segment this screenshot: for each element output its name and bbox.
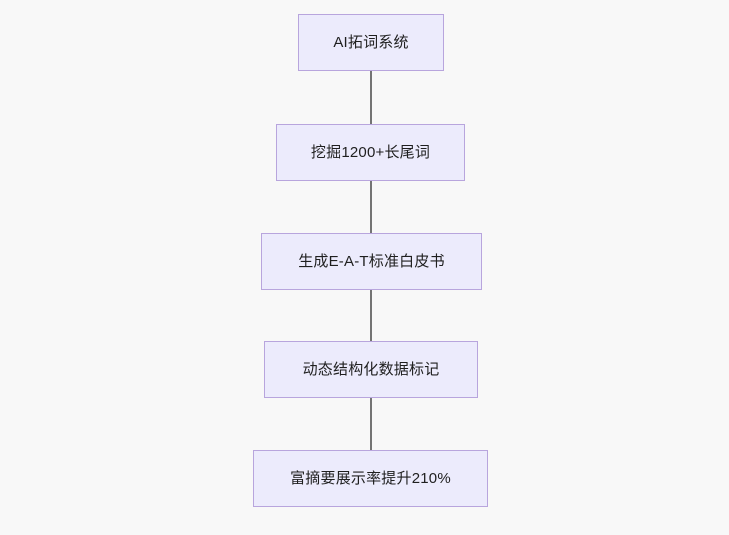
flow-node-label: AI拓词系统 xyxy=(333,34,409,51)
flow-edge-4 xyxy=(356,398,386,498)
flow-node-label: 富摘要展示率提升210% xyxy=(290,470,451,487)
flow-edge-1 xyxy=(356,71,386,171)
flow-edge-2 xyxy=(356,181,386,281)
flow-node-1[interactable]: AI拓词系统 xyxy=(298,14,444,71)
flow-node-2[interactable]: 挖掘1200+长尾词 xyxy=(276,124,465,181)
flow-node-label: 挖掘1200+长尾词 xyxy=(310,144,431,161)
flow-node-5[interactable]: 富摘要展示率提升210% xyxy=(253,450,488,507)
flow-node-3[interactable]: 生成E-A-T标准白皮书 xyxy=(261,233,482,290)
flow-node-label: 生成E-A-T标准白皮书 xyxy=(298,253,445,270)
flow-edge-3 xyxy=(356,290,386,390)
flow-node-label: 动态结构化数据标记 xyxy=(302,361,440,378)
flow-node-4[interactable]: 动态结构化数据标记 xyxy=(264,341,478,398)
